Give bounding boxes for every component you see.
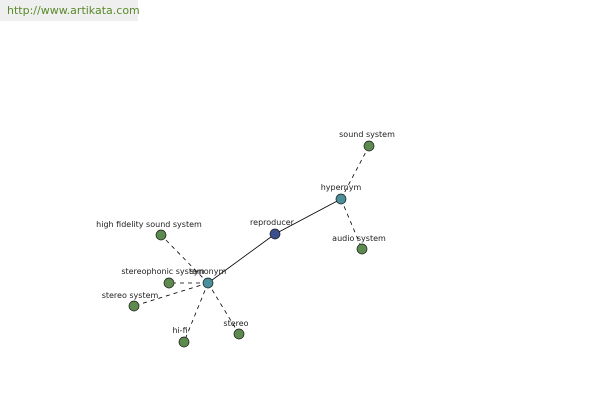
edges-layer xyxy=(133,145,370,343)
nodes-layer xyxy=(128,140,375,348)
node-label-hypernym[interactable]: hypernym xyxy=(321,183,362,192)
labels-layer: reproducer hypernym synonym sound system aud… xyxy=(96,130,395,335)
node-label-reproducer[interactable]: reproducer xyxy=(250,218,295,227)
node-synonym[interactable] xyxy=(202,277,214,289)
node-audio-system[interactable] xyxy=(356,243,368,255)
node-label-stereo-system[interactable]: stereo system xyxy=(102,291,159,300)
edge-reproducer-to-synonym xyxy=(207,233,276,284)
node-reproducer[interactable] xyxy=(269,228,281,240)
node-label-synonym[interactable]: synonym xyxy=(190,267,227,276)
edge-hypernym-to-audio-system xyxy=(340,198,363,250)
node-label-high-fidelity-sound-system[interactable]: high fidelity sound system xyxy=(96,220,202,229)
site-url-link[interactable]: http://www.artikata.com xyxy=(0,0,140,21)
edge-synonym-to-hi-fi xyxy=(183,282,209,343)
node-high-fidelity-sound-system[interactable] xyxy=(155,229,167,241)
edge-synonym-to-stereo-system xyxy=(133,282,209,307)
edge-reproducer-to-hypernym xyxy=(274,198,342,235)
edge-hypernym-to-sound-system xyxy=(340,145,370,200)
node-label-stereophonic-system[interactable]: stereophonic system xyxy=(121,267,205,276)
node-label-audio-system[interactable]: audio system xyxy=(332,234,386,243)
edge-synonym-to-stereo xyxy=(207,282,240,335)
node-hi-fi[interactable] xyxy=(178,336,190,348)
edge-synonym-to-high-fidelity-sound-system xyxy=(160,234,209,284)
node-label-sound-system[interactable]: sound system xyxy=(339,130,395,139)
node-stereophonic-system[interactable] xyxy=(163,277,175,289)
node-label-hi-fi[interactable]: hi-fi xyxy=(172,326,187,335)
node-label-stereo[interactable]: stereo xyxy=(223,319,248,328)
node-hypernym[interactable] xyxy=(335,193,347,205)
node-stereo[interactable] xyxy=(233,328,245,340)
node-stereo-system[interactable] xyxy=(128,300,140,312)
node-sound-system[interactable] xyxy=(363,140,375,152)
